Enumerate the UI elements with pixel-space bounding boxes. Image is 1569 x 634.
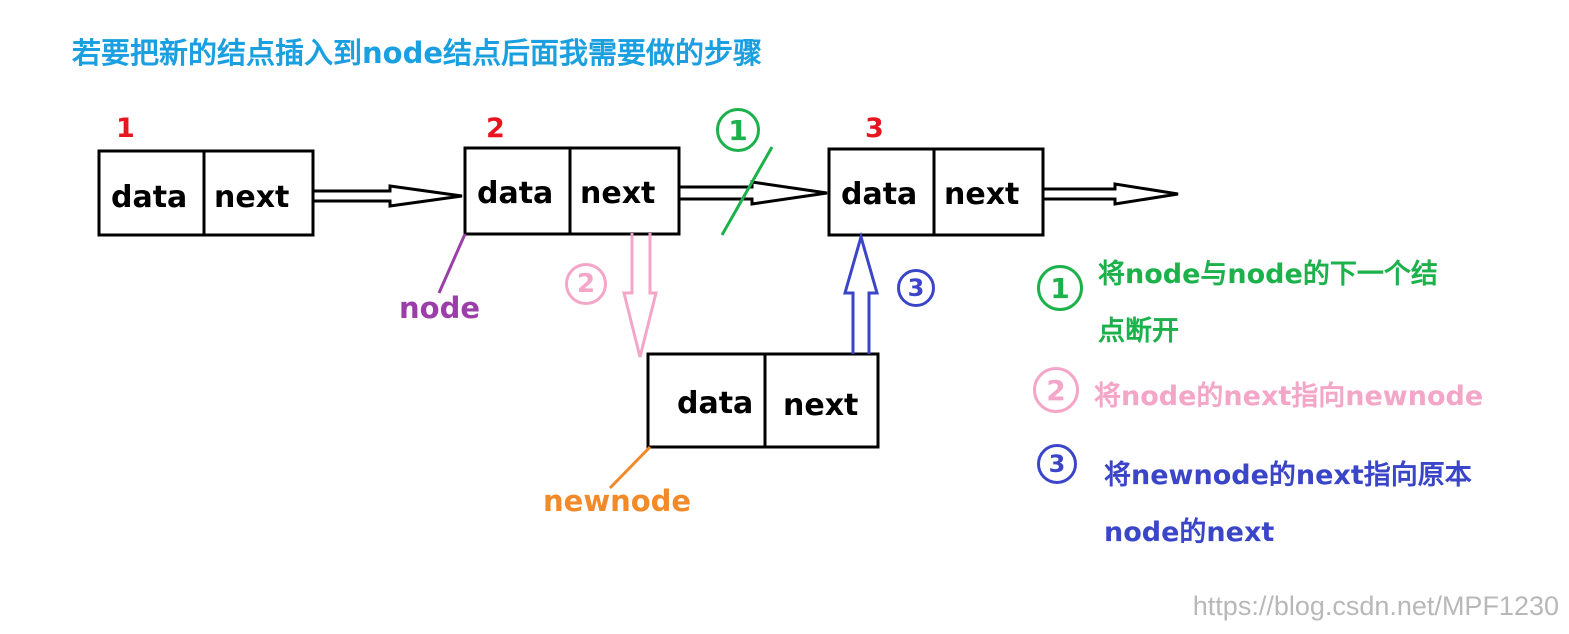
node-number-2: 2 bbox=[486, 113, 505, 144]
node1-data-label: data bbox=[111, 180, 188, 215]
step3-arrow bbox=[843, 231, 879, 354]
node-pointer-label: node bbox=[399, 291, 480, 325]
legend-step1-marker: 1 bbox=[1037, 265, 1083, 311]
newnode-next-label: next bbox=[783, 388, 859, 423]
legend-step1-line2: 点断开 bbox=[1098, 316, 1179, 347]
newnode-pointer-label: newnode bbox=[543, 484, 692, 518]
page-title: 若要把新的结点插入到node结点后面我需要做的步骤 bbox=[72, 36, 762, 70]
node-box-1 bbox=[97, 149, 315, 237]
newnode-pointer-line bbox=[608, 445, 652, 490]
newnode-data-label: data bbox=[677, 386, 754, 421]
legend-step3-line1: 将newnode的next指向原本 bbox=[1104, 460, 1472, 491]
legend-step1-line1: 将node与node的下一个结 bbox=[1098, 259, 1438, 290]
node2-data-label: data bbox=[477, 176, 554, 211]
node-number-1: 1 bbox=[116, 113, 135, 144]
node-box-3 bbox=[827, 147, 1045, 237]
step2-marker: 2 bbox=[565, 263, 607, 305]
node3-data-label: data bbox=[841, 177, 918, 212]
arrow-node2-to-node3 bbox=[679, 180, 828, 206]
step3-marker: 3 bbox=[897, 269, 935, 307]
node-pointer-line bbox=[437, 233, 467, 294]
watermark: https://blog.csdn.net/MPF1230 bbox=[1192, 591, 1559, 621]
arrow-node3-to-end bbox=[1043, 182, 1179, 206]
legend-step3-marker: 3 bbox=[1037, 444, 1077, 484]
break-slash bbox=[720, 146, 774, 236]
step1-marker: 1 bbox=[716, 108, 760, 152]
new-node-box bbox=[646, 352, 880, 449]
node-number-3: 3 bbox=[865, 113, 884, 144]
legend-step2-marker: 2 bbox=[1033, 367, 1079, 413]
node1-next-label: next bbox=[214, 180, 290, 215]
legend-step2-text: 将node的next指向newnode bbox=[1094, 381, 1484, 412]
arrow-node1-to-node2 bbox=[313, 184, 463, 208]
legend-step3-line2: node的next bbox=[1104, 517, 1275, 548]
node2-next-label: next bbox=[580, 176, 656, 211]
node-box-2 bbox=[463, 146, 681, 236]
step2-arrow bbox=[622, 233, 658, 358]
node3-next-label: next bbox=[944, 177, 1020, 212]
